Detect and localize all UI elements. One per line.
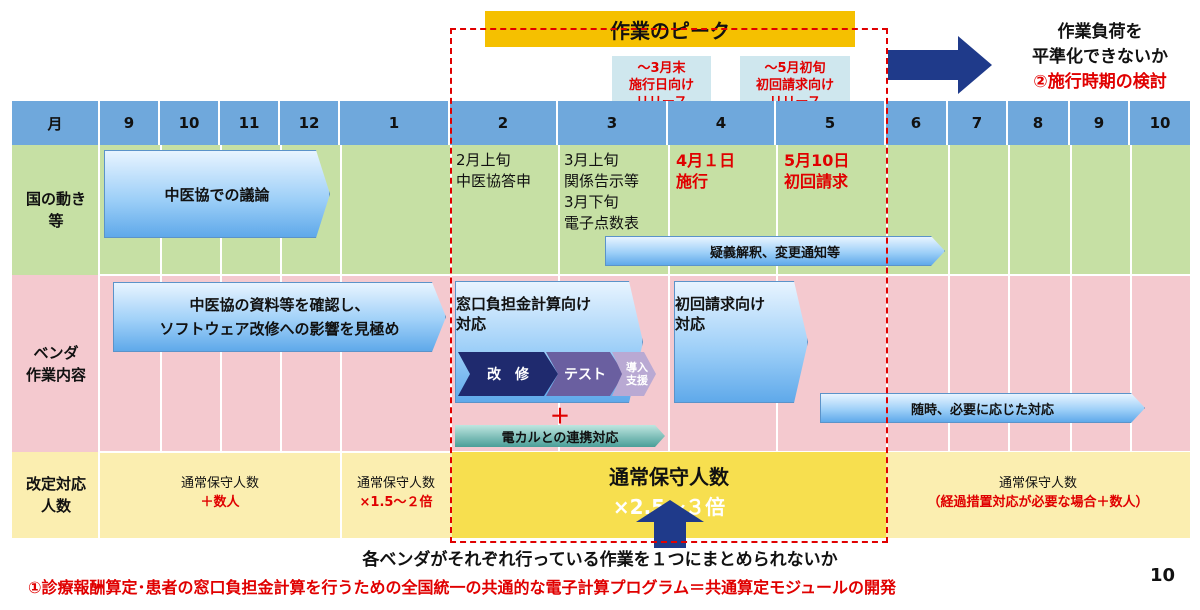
may-event-line: 初回請求 <box>784 172 849 191</box>
header-month: 8 <box>1008 101 1070 145</box>
row-label-gov: 国の動き 等 <box>25 190 86 230</box>
may-event: 5月10日 初回請求 <box>784 150 849 192</box>
confirm-impact-arrow: 中医協の資料等を確認し、 ソフトウェア改修への影響を見極め <box>113 282 446 352</box>
peak-dashed-frame <box>450 28 888 543</box>
header-month-label: 月 <box>12 101 100 145</box>
as-needed-arrow: 随時、必要に応じた対応 <box>820 393 1145 423</box>
staff-right: 通常保守人数 （経過措置対応が必要な場合＋数人） <box>886 474 1190 512</box>
mar-event-line: 3月上旬 <box>564 151 619 169</box>
release-line: 施行日向け <box>628 78 694 93</box>
header-month: 10 <box>160 101 220 145</box>
load-balance-line2: 平準化できないか <box>1032 47 1168 67</box>
first-claim-line: 初回請求向け <box>675 295 766 313</box>
release-line: ～5月初旬 <box>764 61 826 76</box>
mar-event-line: 3月下旬 <box>564 193 619 211</box>
header-month: 5 <box>776 101 886 145</box>
mar-event: 3月上旬 関係告示等 3月下旬 電子点数表 <box>564 150 639 234</box>
feb-event-line: 中医協答申 <box>456 172 532 190</box>
staff-jan-line2: ×1.5～２倍 <box>359 495 433 510</box>
row-label-vendor: ベンダ 作業内容 <box>25 343 86 384</box>
chuikyo-discussion-arrow: 中医協での議論 <box>104 150 330 238</box>
confirm-impact-line: ソフトウェア改修への影響を見極め <box>159 320 400 338</box>
staff-jan-line1: 通常保守人数 <box>356 476 435 491</box>
staff-left-line2: ＋数人 <box>200 495 240 510</box>
header-month: 11 <box>220 101 280 145</box>
header-month: 4 <box>668 101 776 145</box>
step-modify: 改 修 <box>458 352 558 396</box>
load-balance-line1: 作業負荷を <box>1057 22 1143 42</box>
staff-peak-line1: 通常保守人数 <box>609 465 729 489</box>
column-line <box>1070 145 1072 452</box>
bottom-proposal: ①診療報酬算定･患者の窓口負担金計算を行うための全国統一の共通的な電子計算プログ… <box>28 578 896 597</box>
first-claim-arrow: 初回請求向け 対応 <box>674 281 808 403</box>
header-month: 9 <box>100 101 160 145</box>
row-label-bg <box>12 275 100 452</box>
row-label-bg <box>12 452 100 538</box>
header-month: 10 <box>1130 101 1190 145</box>
column-line <box>948 145 950 452</box>
window-payment-line: 窓口負担金計算向け <box>456 295 592 313</box>
header-month: 7 <box>948 101 1008 145</box>
release-line: 初回請求向け <box>755 78 834 93</box>
header-month: 12 <box>280 101 340 145</box>
confirm-impact-line: 中医協の資料等を確認し、 <box>189 296 370 314</box>
apr-event-line: 施行 <box>676 172 709 191</box>
feb-event: 2月上旬 中医協答申 <box>456 150 531 192</box>
header-month: 9 <box>1070 101 1130 145</box>
first-claim-line: 対応 <box>675 315 706 333</box>
row-label-staff: 改定対応 人数 <box>25 475 86 515</box>
staff-right-band <box>886 452 1190 538</box>
ecard-link-arrow: 電カルとの連携対応 <box>455 425 665 447</box>
feb-event-line: 2月上旬 <box>456 151 511 169</box>
staff-left: 通常保守人数 ＋数人 <box>100 474 340 512</box>
staff-right-line1: 通常保守人数 <box>998 476 1077 491</box>
header-month: 6 <box>886 101 948 145</box>
apr-event-line: 4月１日 <box>676 151 736 170</box>
window-payment-line: 対応 <box>456 315 487 333</box>
navy-up-arrow-icon <box>636 500 704 548</box>
bottom-question: 各ベンダがそれぞれ行っている作業を１つにまとめられないか <box>362 550 838 570</box>
header-month: 2 <box>450 101 558 145</box>
may-event-line: 5月10日 <box>784 151 850 170</box>
mar-event-line: 電子点数表 <box>564 214 640 232</box>
step-test: テスト <box>546 352 624 396</box>
row-separator <box>12 274 1190 276</box>
column-line <box>1130 145 1132 452</box>
column-line <box>668 145 670 452</box>
page-number: 10 <box>1150 565 1176 586</box>
staff-jan: 通常保守人数 ×1.5～２倍 <box>342 474 450 512</box>
release-line: ～3月末 <box>637 61 686 76</box>
staff-peak: 通常保守人数 ×2.5～３倍 <box>452 462 886 522</box>
row-label-bg <box>12 145 100 275</box>
plus-sign: ＋ <box>550 404 570 428</box>
header-month: 1 <box>340 101 450 145</box>
qa-notice-arrow: 疑義解釈、変更通知等 <box>605 236 945 266</box>
header-month: 3 <box>558 101 668 145</box>
enforcement-timing-proposal: ②施行時期の検討 <box>1033 72 1167 92</box>
mar-event-line: 関係告示等 <box>564 172 640 190</box>
apr-event: 4月１日 施行 <box>676 150 735 192</box>
navy-right-arrow-icon <box>888 36 992 94</box>
staff-left-line1: 通常保守人数 <box>180 476 259 491</box>
load-balance-text: 作業負荷を 平準化できないか ②施行時期の検討 <box>1005 20 1195 95</box>
column-line <box>1008 145 1010 452</box>
staff-right-line2: （経過措置対応が必要な場合＋数人） <box>927 495 1149 510</box>
